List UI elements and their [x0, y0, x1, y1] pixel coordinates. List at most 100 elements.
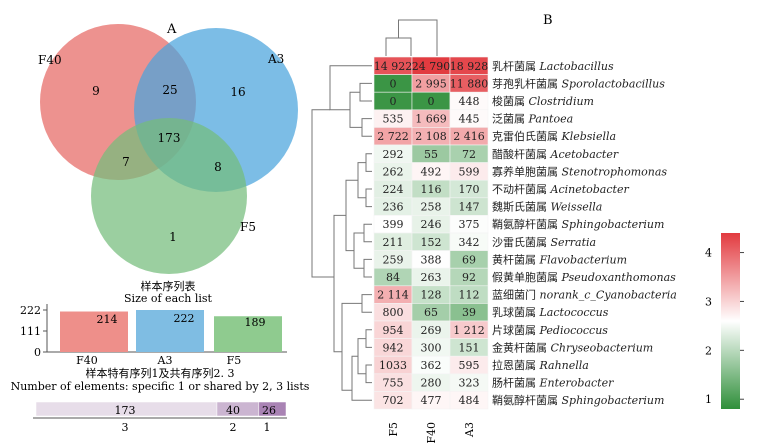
size-chart-ytick-label: 222: [20, 304, 41, 317]
column-dendrogram: [385, 19, 438, 56]
heatmap-value: 448: [459, 95, 480, 108]
heatmap-value: 954: [383, 324, 404, 337]
heatmap-value: 0: [390, 95, 397, 108]
heatmap-value: 342: [459, 236, 480, 249]
venn-count-a3-f5: 8: [214, 160, 222, 174]
row-label-cn: 寡养单胞菌属: [492, 164, 562, 178]
size-chart-ytick-label: 0: [34, 346, 41, 359]
heatmap-value: 2 114: [377, 289, 409, 302]
row-label-cn: 泛菌属: [492, 113, 529, 126]
heatmap-value: 280: [421, 377, 442, 390]
colorbar: [721, 233, 740, 409]
heatmap-row-label: 梭菌属 Clostridium: [492, 94, 594, 108]
row-label-cn: 乳杆菌属: [492, 59, 540, 73]
row-label-latin: Pantoea: [528, 113, 574, 126]
size-chart-value-label: 189: [245, 316, 266, 329]
heatmap-value: 269: [421, 324, 442, 337]
heatmap-row-label: 泛菌属 Pantoea: [492, 113, 573, 126]
row-label-latin: Serratia: [551, 236, 597, 249]
heatmap-value: 399: [383, 218, 404, 231]
size-bar: [214, 316, 282, 352]
row-label-cn: 克雷伯氏菌属: [492, 129, 562, 143]
heatmap-row-label: 不动杆菌属 Acinetobacter: [492, 182, 629, 196]
heatmap-value: 224: [383, 183, 404, 196]
row-label-latin: Sphingobacterium: [562, 218, 665, 231]
row-label-latin: Flavobacterium: [539, 253, 628, 266]
dendrogram-branch: [359, 82, 372, 102]
row-label-cn: 鞘氨醇杆菌属: [492, 393, 562, 407]
shared-chart-title-cn: 样本特有序列1及共有序列2. 3: [86, 366, 235, 380]
row-label-cn: 肠杆菌属: [492, 376, 540, 390]
dendrogram-branch: [363, 223, 372, 243]
venn-diagram: F40 A3 F5 9 16 1 25 7 8 173: [38, 24, 298, 274]
heatmap-row-label: 乳杆菌属 Lactobacillus: [492, 59, 614, 73]
row-label-cn: 醋酸杆菌属: [492, 147, 551, 161]
dendrogram-branch: [345, 179, 358, 252]
heatmap-value: 0: [428, 95, 435, 108]
heatmap-value: 388: [421, 253, 442, 266]
heatmap-row-label: 沙雷氏菌属 Serratia: [492, 236, 596, 249]
row-label-latin: Stenotrophomonas: [562, 165, 668, 178]
row-dendrogram: [311, 65, 372, 401]
row-label-latin: Chryseobacterium: [551, 341, 654, 354]
dendrogram-branch: [341, 302, 362, 391]
row-label-latin: Acinetobacter: [550, 183, 630, 196]
heatmap-value: 128: [421, 289, 442, 302]
row-label-latin: norank_c_Cyanobacteria: [540, 289, 677, 302]
dendrogram-branch: [333, 214, 346, 353]
heatmap-value: 702: [383, 394, 404, 407]
heatmap-value: 24 790: [412, 60, 451, 73]
heatmap-value: 2 722: [377, 130, 409, 143]
row-label-cn: 梭菌属: [492, 94, 529, 108]
heatmap-value: 2 416: [453, 130, 485, 143]
heatmap-row-label: 克雷伯氏菌属 Klebsiella: [492, 129, 616, 143]
venn-count-f40-only: 9: [92, 84, 100, 98]
size-chart-category-label: F5: [227, 354, 242, 367]
heatmap-value: 2 995: [415, 77, 447, 90]
row-label-latin: Acetobacter: [550, 148, 619, 161]
heatmap-column-label: A3: [463, 422, 476, 438]
heatmap-value: 18 928: [450, 60, 489, 73]
heatmap-row-label: 拉恩菌属 Rahnella: [492, 358, 589, 372]
dendrogram-branch: [361, 118, 372, 137]
heatmap-row-label: 金黄杆菌属 Chryseobacterium: [492, 340, 653, 354]
shared-chart-value-label: 26: [262, 404, 276, 417]
heatmap-row-label: 寡养单胞菌属 Stenotrophomonas: [492, 164, 667, 178]
row-label-cn: 芽孢乳杆菌属: [492, 76, 562, 90]
heatmap-row-label: 乳球菌属 Lactococcus: [492, 305, 609, 319]
shared-chart-group-label: 3: [122, 421, 129, 434]
heatmap-value: 484: [459, 394, 480, 407]
heatmap-value: 116: [421, 183, 442, 196]
panel-label-b: B: [543, 13, 553, 28]
heatmap-value: 2 108: [415, 130, 447, 143]
dendrogram-branch: [357, 338, 366, 375]
heatmap-value: 1 212: [453, 324, 485, 337]
heatmap-value: 11 880: [450, 77, 489, 90]
venn-circle-f5: [91, 118, 247, 274]
size-chart-ytick-label: 111: [20, 325, 41, 338]
venn-count-f40-a3: 25: [162, 83, 177, 97]
heatmap-value: 375: [459, 218, 480, 231]
heatmap-value: 323: [459, 377, 480, 390]
heatmap-value: 147: [459, 201, 480, 214]
row-label-latin: Enterobacter: [539, 377, 615, 390]
colorbar-tick-label: 4: [705, 247, 712, 260]
heatmap-row-label: 鞘氨醇杆菌属 Sphingobacterium: [492, 217, 664, 231]
venn-label-f5: F5: [240, 220, 256, 234]
heatmap-value: 39: [462, 306, 476, 319]
venn-count-f40-f5: 7: [122, 155, 130, 169]
shared-bar-segment: [258, 401, 287, 417]
dendrogram-branch: [363, 258, 372, 278]
colorbar-tick-label: 2: [705, 344, 712, 357]
dendrogram-branch: [357, 162, 366, 199]
venn-label-f40: F40: [38, 53, 62, 67]
heatmap-value: 477: [421, 394, 442, 407]
row-label-latin: Clostridium: [529, 95, 594, 108]
heatmap-value: 14 922: [374, 60, 413, 73]
size-chart-title-cn: 样本序列表: [141, 279, 196, 293]
heatmap-value: 246: [421, 218, 442, 231]
heatmap-value: 152: [421, 236, 442, 249]
heatmap-value: 263: [421, 271, 442, 284]
